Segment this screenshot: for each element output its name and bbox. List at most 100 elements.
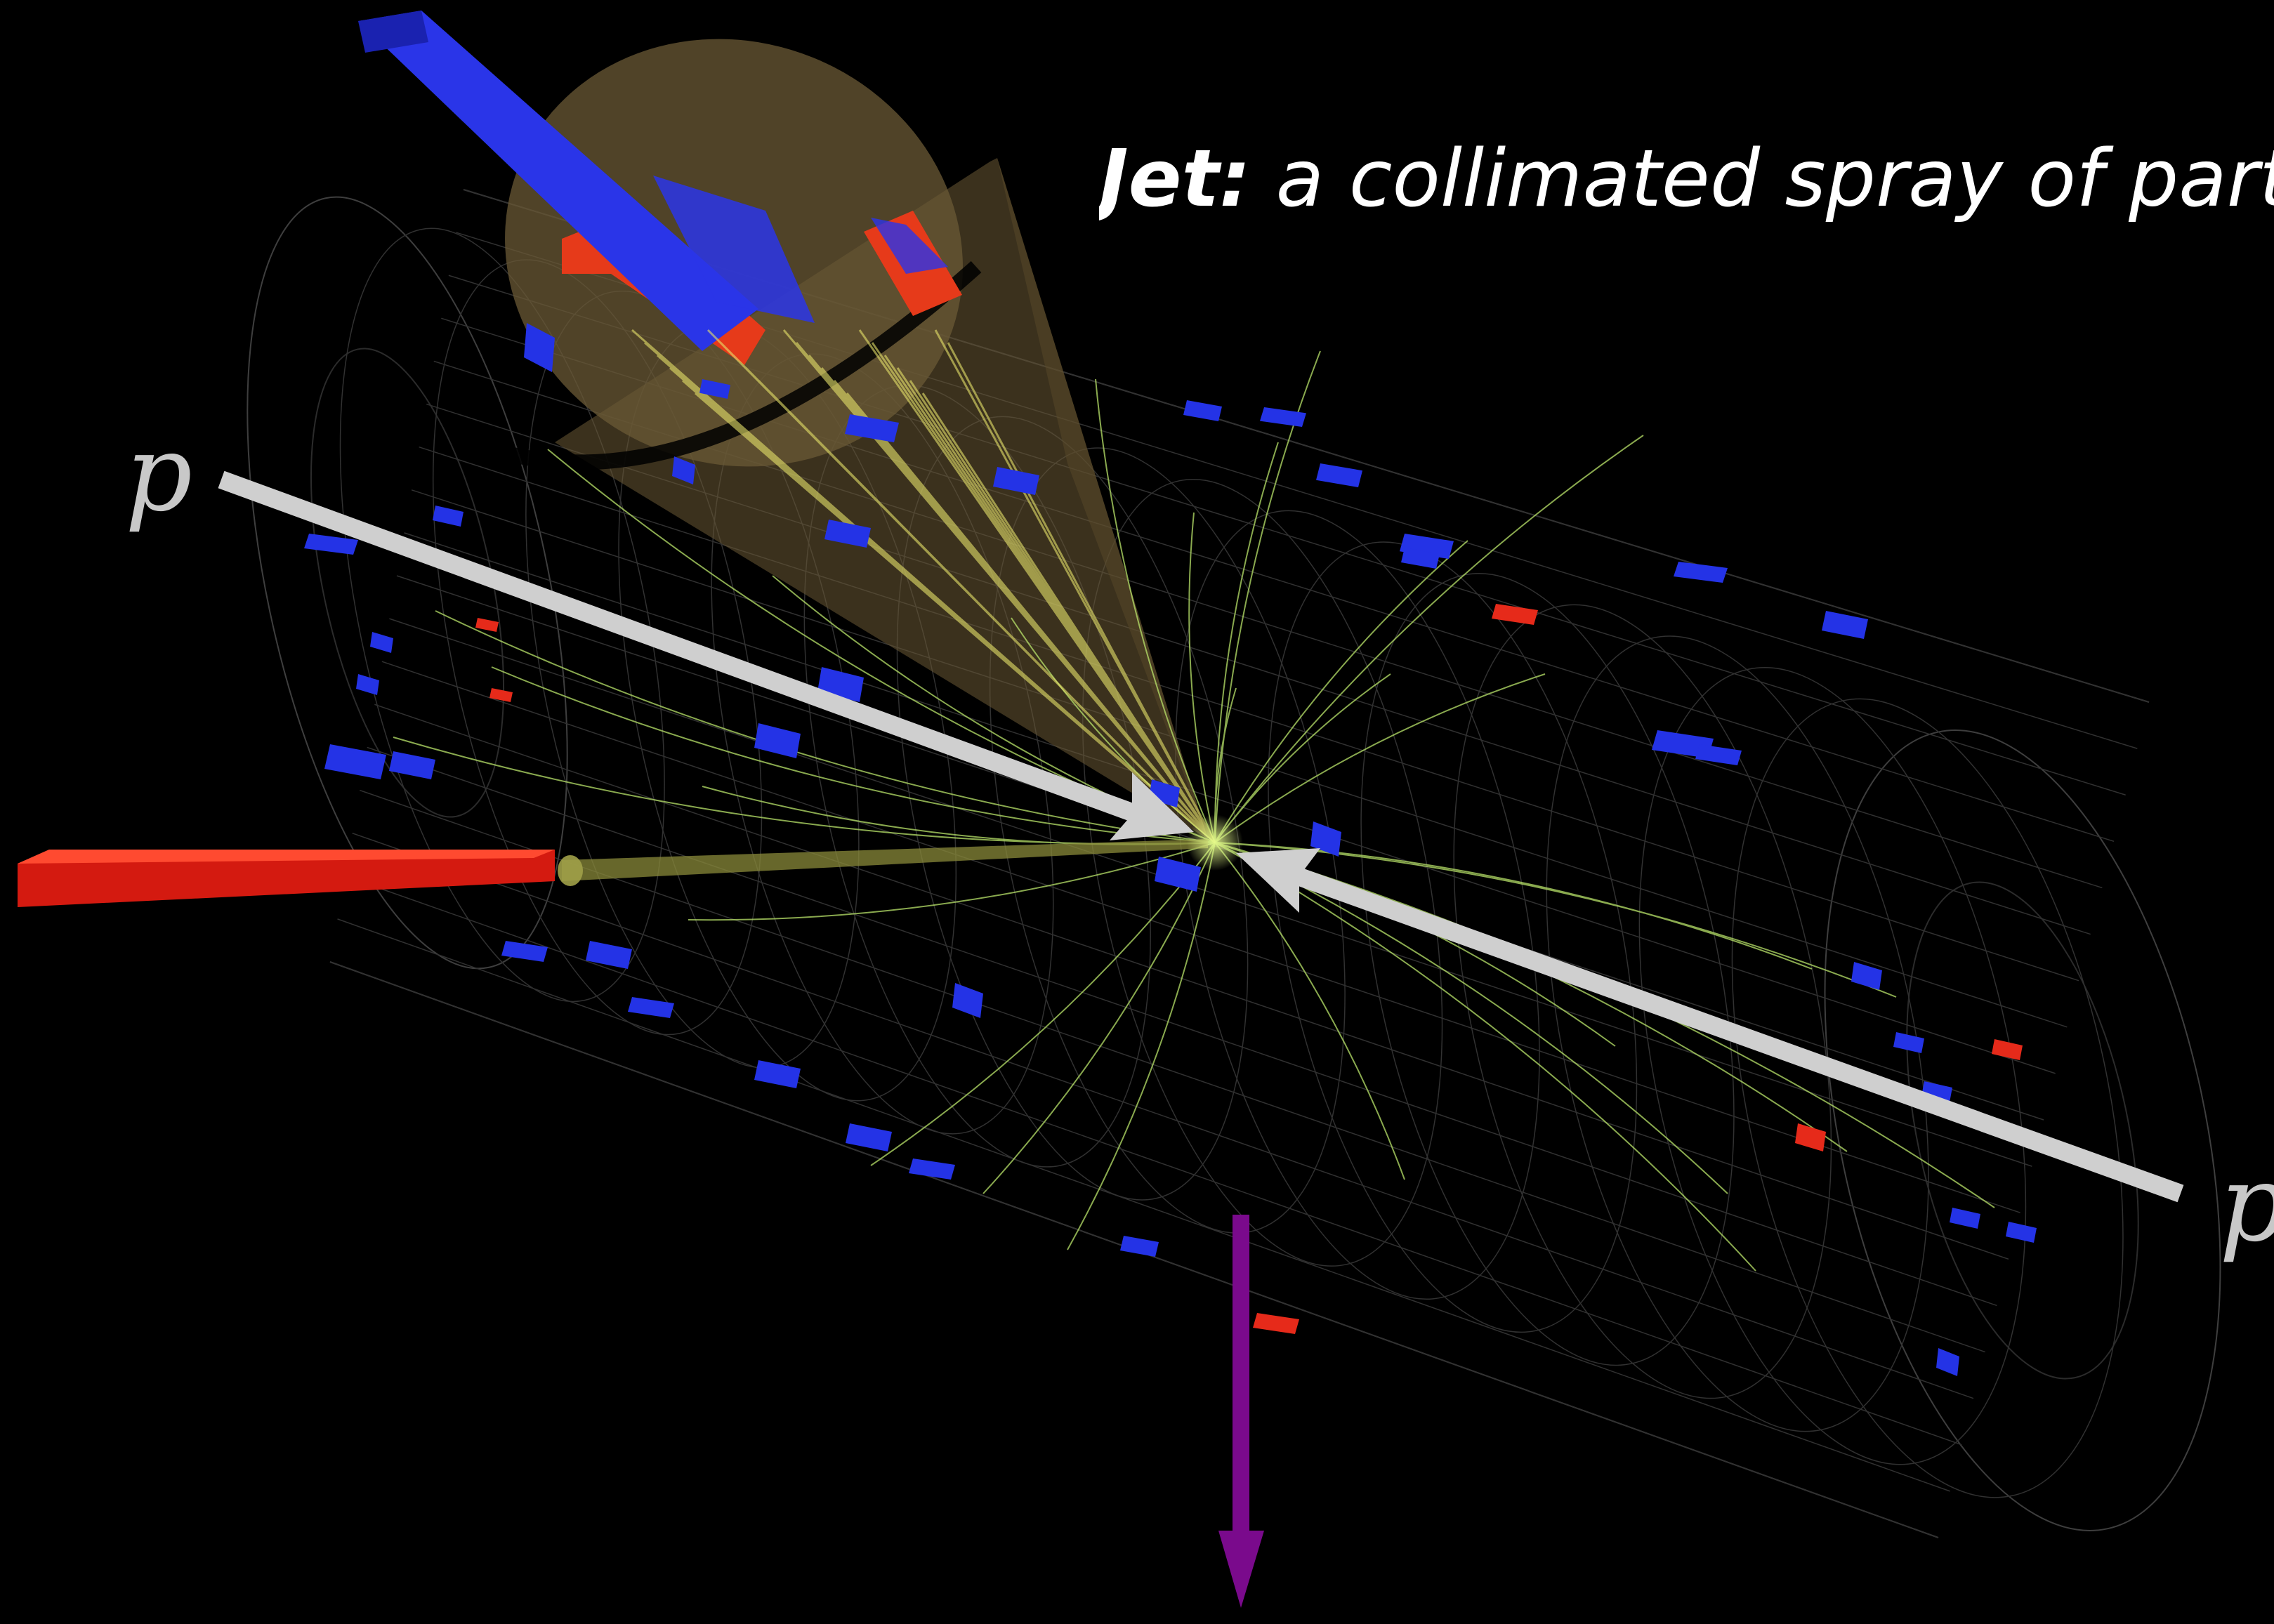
missing-energy-arrow (1218, 1215, 1264, 1608)
em-cell (1936, 1348, 1959, 1376)
em-cell (304, 534, 358, 555)
em-cell (370, 632, 393, 653)
mesh-ring (1546, 635, 1929, 1432)
mesh-line (352, 832, 1974, 1399)
em-cell (628, 997, 674, 1018)
mesh-line (404, 532, 2056, 1074)
calorimeter-cells (304, 323, 2037, 1376)
em-cell (699, 379, 730, 399)
hadronic-cell (1795, 1123, 1826, 1151)
beam-label-left: p (125, 413, 193, 535)
hadronic-cell (1492, 604, 1538, 625)
particle-track (1214, 842, 1813, 970)
mesh-line (367, 746, 1997, 1307)
arrow-left-icon (1236, 848, 1320, 913)
em-cell (1893, 1032, 1924, 1053)
mesh-line (381, 661, 2020, 1213)
particle-track (435, 610, 1216, 843)
em-cell (1310, 821, 1341, 857)
em-cell (909, 1158, 955, 1180)
em-cell (846, 1123, 892, 1151)
em-cell (389, 751, 435, 779)
detector-right-endcap (1824, 730, 2221, 1531)
particle-track (1188, 512, 1216, 843)
particle-track (1214, 842, 1756, 1272)
jet-track (695, 392, 1216, 844)
beam-arrow-left (218, 470, 1194, 840)
particle-track (1095, 378, 1216, 843)
em-cell (672, 456, 695, 484)
mesh-line (411, 489, 2068, 1028)
mesh-ring (1638, 667, 2027, 1465)
em-cell (2006, 1222, 2037, 1243)
em-cell (1674, 562, 1728, 583)
left-calo-deposit (18, 850, 555, 907)
particle-track (491, 666, 1216, 843)
hadronic-cell (1992, 1039, 2023, 1060)
em-cell (754, 1060, 801, 1088)
jet-term: Jet: (1099, 133, 1251, 225)
mesh-line (344, 876, 1962, 1446)
arrow-down-icon (1218, 1531, 1264, 1608)
em-cell (1401, 548, 1440, 569)
jet-definition-caption: Jet: a collimated spray of particles (1099, 123, 2274, 235)
particle-track (1067, 842, 1216, 1250)
arrow-right-icon (1110, 772, 1194, 840)
particle-track (1214, 350, 1321, 843)
em-cell (501, 941, 548, 962)
em-cell (952, 983, 983, 1018)
jet-track (947, 342, 1216, 843)
em-cell (1822, 611, 1868, 639)
mesh-ring (1175, 510, 1540, 1300)
mesh-ring (1731, 698, 2124, 1498)
em-cell (1260, 407, 1306, 427)
detector-left-endcap-inner (310, 348, 505, 818)
detector-right-endcap-inner (1906, 881, 2139, 1380)
em-cell (845, 414, 899, 442)
jet-track-bundle (631, 329, 1216, 844)
jet-definition-text: a collimated spray of particles (1275, 133, 2274, 225)
particle-track (1214, 673, 1391, 843)
mesh-line (337, 918, 1950, 1492)
em-cell (1950, 1208, 1980, 1229)
em-cell (754, 723, 801, 758)
particle-track (870, 842, 1216, 1166)
jet-track (770, 392, 1216, 844)
em-cell (1695, 744, 1742, 765)
mesh-line (359, 789, 1985, 1353)
forward-jet-tube (558, 839, 1208, 886)
jet-calo-towers (358, 11, 962, 365)
particle-track (1214, 435, 1644, 843)
em-cell (586, 941, 632, 969)
em-cell (993, 467, 1039, 495)
em-cell (356, 674, 379, 695)
mesh-line (374, 704, 2009, 1260)
particle-track (1214, 540, 1468, 843)
jet-track (846, 392, 1216, 843)
em-cell (433, 506, 464, 527)
hadronic-cell (1253, 1313, 1299, 1334)
particle-track (1214, 442, 1279, 843)
beam-arrow-right (1236, 848, 2184, 1203)
particle-track (1214, 842, 1405, 1180)
particle-track (1214, 673, 1546, 843)
mesh-ring (339, 227, 665, 1003)
detector-left-endcap (247, 196, 568, 970)
mesh-line (389, 618, 2032, 1167)
em-cell (1316, 463, 1362, 487)
beam-label-right: p (2219, 1151, 2274, 1257)
hadronic-cell (489, 688, 513, 702)
primary-vertex (1187, 814, 1243, 871)
jet-cone (489, 39, 1208, 839)
particle-track (982, 842, 1216, 1194)
em-cell (1183, 400, 1222, 421)
em-cell (524, 323, 555, 372)
particle-track (688, 842, 1216, 921)
em-cell (1851, 962, 1882, 990)
em-cell (1120, 1236, 1159, 1257)
mesh-ring (1082, 478, 1443, 1267)
em-cell (824, 520, 871, 548)
hadronic-cell (475, 618, 499, 632)
mesh-ring (1268, 541, 1638, 1333)
